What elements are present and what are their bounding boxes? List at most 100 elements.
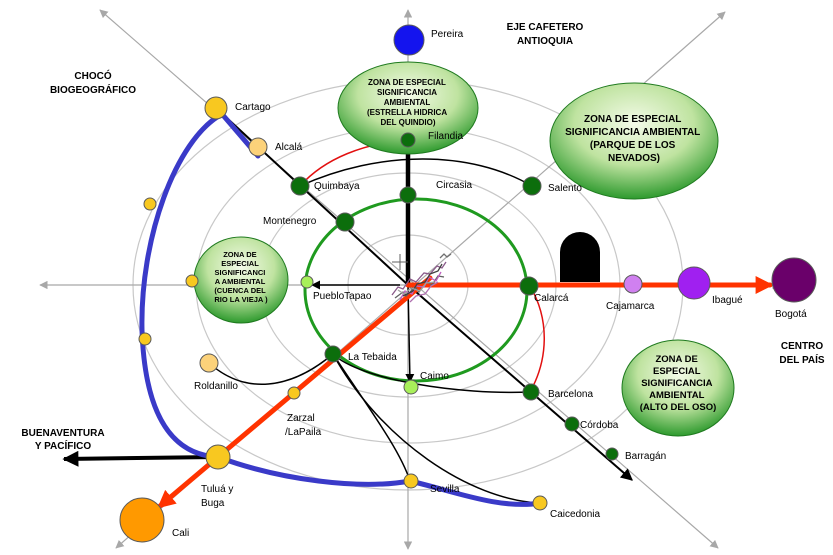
zone-alto-oso: ZONA DE ESPECIAL SIGNIFICANCIA AMBIENTAL…	[621, 339, 735, 437]
zone-nevados-line-3: (PARQUE DE LOS	[590, 140, 676, 151]
label-tulua-line-2: Buga	[201, 498, 225, 509]
label-alcala: Alcalá	[275, 142, 303, 153]
node-cartago[interactable]	[204, 96, 228, 120]
node-filandia[interactable]	[400, 132, 416, 148]
region-centro-line-1: CENTRO	[781, 341, 823, 352]
label-quimbaya: Quimbaya	[314, 181, 360, 192]
road-to-buenaventura	[62, 450, 219, 467]
node-pereira[interactable]	[393, 24, 425, 56]
tunnel-portal-icon	[560, 232, 600, 282]
node-salento[interactable]	[522, 176, 542, 196]
zone-la-vieja-line-3: SIGNIFICANCI	[215, 268, 266, 277]
label-cali: Cali	[172, 528, 189, 539]
node-pueblotapao[interactable]	[300, 275, 314, 289]
zone-la-vieja-line-6: RIO LA VIEJA )	[214, 295, 268, 304]
node-zarzal[interactable]	[287, 386, 301, 400]
zone-quindio-line-4: (ESTRELLA HIDRICA	[367, 108, 447, 117]
label-montenegro: Montenegro	[263, 216, 317, 227]
zone-quindio-line-3: AMBIENTAL	[384, 98, 431, 107]
region-choco-line-1: CHOCÓ	[74, 69, 111, 82]
road-quimbaya-salento	[299, 158, 533, 187]
label-circasia: Circasia	[436, 180, 473, 191]
label-bogota: Bogotá	[775, 309, 807, 320]
label-la-tebaida: La Tebaida	[348, 352, 397, 363]
zone-la-vieja-line-1: ZONA DE	[223, 250, 256, 259]
region-centro-line-2: DEL PAÍS	[779, 353, 825, 366]
road-cartago-center	[215, 107, 409, 286]
node-montenegro[interactable]	[335, 212, 355, 232]
zone-la-vieja-line-5: (CUENCA DEL	[214, 286, 266, 295]
zone-quindio: ZONA DE ESPECIAL SIGNIFICANCIA AMBIENTAL…	[337, 61, 479, 155]
zone-quindio-line-2: SIGNIFICANCIA	[377, 88, 437, 97]
label-pereira: Pereira	[431, 29, 464, 40]
label-cordoba: Córdoba	[580, 420, 619, 431]
road-center-caimo	[405, 284, 415, 383]
node-quimbaya[interactable]	[290, 176, 310, 196]
node-cordoba[interactable]	[564, 416, 580, 432]
zone-quindio-line-1: ZONA DE ESPECIAL	[368, 78, 446, 87]
place-labels: Pereira Cartago Alcalá Filandia Quimbaya…	[172, 29, 807, 539]
node-la-tebaida[interactable]	[324, 345, 342, 363]
zone-nevados: ZONA DE ESPECIAL SIGNIFICANCIA AMBIENTAL…	[549, 82, 719, 200]
label-cajamarca: Cajamarca	[606, 301, 655, 312]
zone-alto-oso-line-1: ZONA DE	[655, 354, 697, 365]
node-blue-route-left-upper[interactable]	[143, 197, 157, 211]
label-salento: Salento	[548, 183, 582, 194]
node-circasia[interactable]	[399, 186, 417, 204]
label-barragan: Barragán	[625, 451, 666, 462]
node-blue-route-left-lower[interactable]	[138, 332, 152, 346]
node-barragan[interactable]	[605, 447, 619, 461]
label-barcelona: Barcelona	[548, 389, 593, 400]
zone-quindio-line-5: DEL QUINDIO)	[381, 118, 436, 127]
label-tulua-line-1: Tuluá y	[201, 484, 233, 495]
zone-nevados-line-1: ZONA DE ESPECIAL	[584, 114, 681, 125]
node-alcala[interactable]	[248, 137, 268, 157]
label-zarzal-line-1: Zarzal	[287, 413, 315, 424]
node-blue-route-left-mid[interactable]	[185, 274, 199, 288]
label-roldanillo: Roldanillo	[194, 381, 238, 392]
label-calarca: Calarcá	[534, 293, 569, 304]
label-zarzal-line-2: /LaPaila	[285, 427, 322, 438]
node-roldanillo[interactable]	[199, 353, 219, 373]
region-labels: EJE CAFETERO ANTIOQUIA CHOCÓ BIOGEOGRÁFI…	[21, 22, 825, 452]
svg-text:ZONA DE ESPECIAL SIGNIFI: ZONA DE ESPECIAL SIGNIFICANCIA AMBIENTAL…	[565, 114, 703, 164]
label-pueblotapao: PuebloTapao	[313, 291, 372, 302]
region-buenaventura-line-2: Y PACÍFICO	[35, 439, 92, 452]
node-cali[interactable]	[119, 497, 165, 543]
node-sevilla[interactable]	[403, 473, 419, 489]
node-tulua-buga[interactable]	[205, 444, 231, 470]
zone-nevados-line-4: NEVADOS)	[608, 153, 660, 164]
svg-text:ZONA DE ESPECIAL S: ZONA DE ESPECIAL SIGNIFICANCI A AMBIENTA…	[214, 250, 268, 304]
label-caimo: Caimo	[420, 371, 449, 382]
zone-nevados-shape	[549, 82, 719, 200]
region-eje-cafetero-line-1: EJE CAFETERO	[507, 22, 584, 33]
blue-route	[139, 110, 543, 507]
zone-alto-oso-line-3: SIGNIFICANCIA	[641, 378, 712, 389]
node-caimo[interactable]	[403, 379, 419, 395]
zone-la-vieja: ZONA DE ESPECIAL SIGNIFICANCI A AMBIENTA…	[193, 236, 289, 324]
zone-la-vieja-line-2: ESPECIAL	[221, 259, 259, 268]
zone-alto-oso-shape	[621, 339, 735, 437]
black-roads	[62, 107, 633, 504]
road-center-barragan	[407, 284, 633, 481]
node-bogota[interactable]	[771, 257, 817, 303]
svg-text:ZONA DE ESPECIAL SIGNIFI: ZONA DE ESPECIAL SIGNIFICANCIA AMBIENTAL…	[367, 78, 449, 127]
node-caicedonia[interactable]	[532, 495, 548, 511]
node-calarca[interactable]	[519, 276, 539, 296]
zone-alto-oso-line-5: (ALTO DEL OSO)	[640, 402, 717, 413]
zone-nevados-line-2: SIGNIFICANCIA AMBIENTAL	[565, 127, 700, 138]
node-barcelona[interactable]	[522, 383, 540, 401]
node-cajamarca[interactable]	[623, 274, 643, 294]
road-tebaida-sevilla	[332, 353, 411, 482]
label-filandia: Filandia	[428, 131, 463, 142]
node-ibague[interactable]	[677, 266, 711, 300]
red-link-calarca-barcelona	[529, 285, 545, 393]
town-nodes	[119, 24, 817, 543]
zone-la-vieja-line-4: A AMBIENTAL	[215, 277, 266, 286]
label-ibague: Ibagué	[712, 295, 743, 306]
label-caicedonia: Caicedonia	[550, 509, 600, 520]
region-buenaventura-line-1: BUENAVENTURA	[21, 428, 104, 439]
region-eje-cafetero-line-2: ANTIOQUIA	[517, 36, 573, 47]
